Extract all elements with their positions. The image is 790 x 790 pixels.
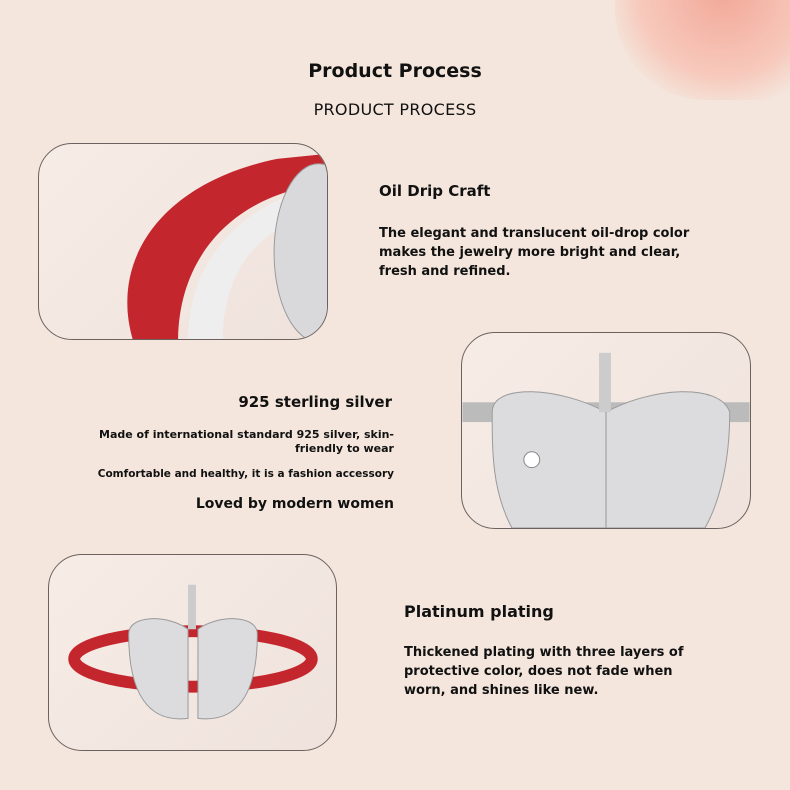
section-text3-silver: Loved by modern women: [195, 496, 394, 512]
section-text-silver: Made of international standard 925 silve…: [99, 428, 394, 455]
section-title-oil-drip: Oil Drip Craft: [379, 182, 491, 200]
platinum-plating-image: [48, 554, 337, 751]
section-title-silver: 925 sterling silver: [238, 393, 392, 411]
decorative-blob: [615, 0, 790, 100]
sterling-silver-image: [461, 332, 751, 529]
section-text-oil-drip: The elegant and translucent oil-drop col…: [379, 226, 690, 279]
section-text2-silver: Comfortable and healthy, it is a fashion…: [97, 468, 394, 480]
page-title: Product Process: [308, 60, 482, 82]
section-title-platinum: Platinum plating: [404, 602, 554, 621]
oil-drip-image: [38, 143, 328, 340]
section-text-platinum: Thickened plating with three layers of p…: [404, 645, 684, 698]
page-subtitle: PRODUCT PROCESS: [313, 100, 477, 119]
